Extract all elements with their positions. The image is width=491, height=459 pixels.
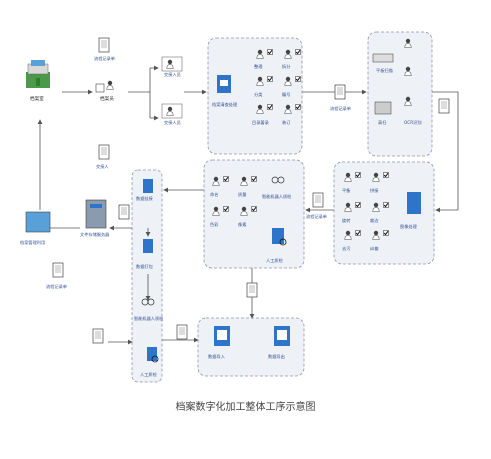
record-sheet-icon <box>312 192 324 208</box>
record-sheet-icon <box>438 98 450 114</box>
record-sheet-icon <box>176 324 188 340</box>
data-import-icon <box>214 326 230 346</box>
diagram-caption: 档案数字化加工整体工序示意图 <box>175 402 316 413</box>
img-processing-label: 图像处理 <box>400 223 418 230</box>
handover-person-icon <box>95 80 114 93</box>
role-classify-label: 分类 <box>254 91 263 98</box>
robot-check-icon <box>271 176 285 184</box>
img-crop-label: 裁边 <box>370 217 379 224</box>
manual-check-label: 人工质检 <box>266 257 284 264</box>
transfer-in-icon <box>161 56 183 72</box>
img-clean-label: 去污 <box>342 245 350 252</box>
record-sheet-label-1: 流程记录单 <box>94 55 115 62</box>
record-sheet-icon <box>246 282 258 298</box>
data-import-label: 数据导入 <box>208 353 226 360</box>
record-sheet-label-4: 流程记录单 <box>46 283 67 290</box>
handover-label: 交接人 <box>96 163 109 170</box>
img-rotate-label: 旋转 <box>342 217 350 224</box>
panel-image-processing <box>333 161 435 265</box>
record-sheet-icon <box>118 204 130 220</box>
role-number-label: 编号 <box>282 91 290 98</box>
record-sheet-icon <box>52 262 64 278</box>
data-export-label: 数据导出 <box>268 353 285 360</box>
record-sheet-icon <box>334 84 346 100</box>
transfer-out-label: 交接人员 <box>164 119 181 126</box>
role-bind-label: 装订 <box>282 119 290 126</box>
data-export-icon <box>274 326 290 346</box>
smart-check2-label: 智能机器人质检 <box>134 315 164 322</box>
high-speed-scanner-icon <box>374 101 392 115</box>
data-mount-icon <box>143 179 153 193</box>
archive-system-label: 档案管理利用 <box>20 239 45 246</box>
machine-check-label: 智能机器人质检 <box>262 193 292 200</box>
data-package-label: 数据打包 <box>136 263 154 270</box>
record-sheet-icon <box>98 144 110 160</box>
connectors <box>37 65 459 345</box>
image-processing-icon <box>407 192 421 214</box>
record-sheet-icon <box>92 328 104 344</box>
doc-check-label: 档案清查处理 <box>212 101 238 108</box>
transfer-out-icon <box>161 103 183 119</box>
archive-room-label: 档案室 <box>30 95 44 102</box>
flatbed-scanner-icon <box>372 53 394 63</box>
scan-label: 平板扫描 <box>376 67 393 74</box>
record-sheet-label-2: 流程记录单 <box>330 105 351 112</box>
role-split-label: 拆分 <box>282 63 291 70</box>
role-sort-label: 整理 <box>254 63 263 69</box>
img-stitch-label: 拼接 <box>370 187 379 194</box>
ocr-label: OCR识别 <box>404 119 422 126</box>
document-check-icon <box>217 75 231 93</box>
check-color-label: 色彩 <box>210 221 219 228</box>
manual-check2-label: 人工质检 <box>140 371 158 378</box>
img-deskew-label: 纠偏 <box>370 245 378 252</box>
record-sheet-icon <box>98 37 110 53</box>
panel-mount <box>131 169 163 383</box>
check-pixel-label: 像素 <box>238 221 246 227</box>
transfer-in-label: 交接入员 <box>164 71 181 78</box>
role-catalog-label: 目录著录 <box>252 119 269 126</box>
data-package-icon <box>143 239 153 253</box>
manual-check-icon <box>272 228 287 246</box>
check-name-label: 命名 <box>210 191 218 198</box>
storage-server-label: 文件存储服务器 <box>80 231 110 238</box>
manual-check-icon-2 <box>147 347 159 363</box>
panel-prep <box>207 37 303 155</box>
archive-handover-label: 档案员 <box>100 95 114 102</box>
data-mount-label: 数据挂接 <box>136 195 154 202</box>
check-quality-label: 质量 <box>238 191 246 198</box>
archive-room-icon <box>26 60 50 88</box>
storage-server-icon <box>85 199 107 229</box>
highspeed-label: 高扫 <box>378 119 386 126</box>
record-sheet-label-3: 流程记录单 <box>306 213 327 220</box>
panel-scan <box>367 31 433 157</box>
img-balance-label: 平衡 <box>342 187 350 194</box>
robot-check-icon-2 <box>141 298 155 306</box>
archive-system-icon <box>25 211 51 233</box>
